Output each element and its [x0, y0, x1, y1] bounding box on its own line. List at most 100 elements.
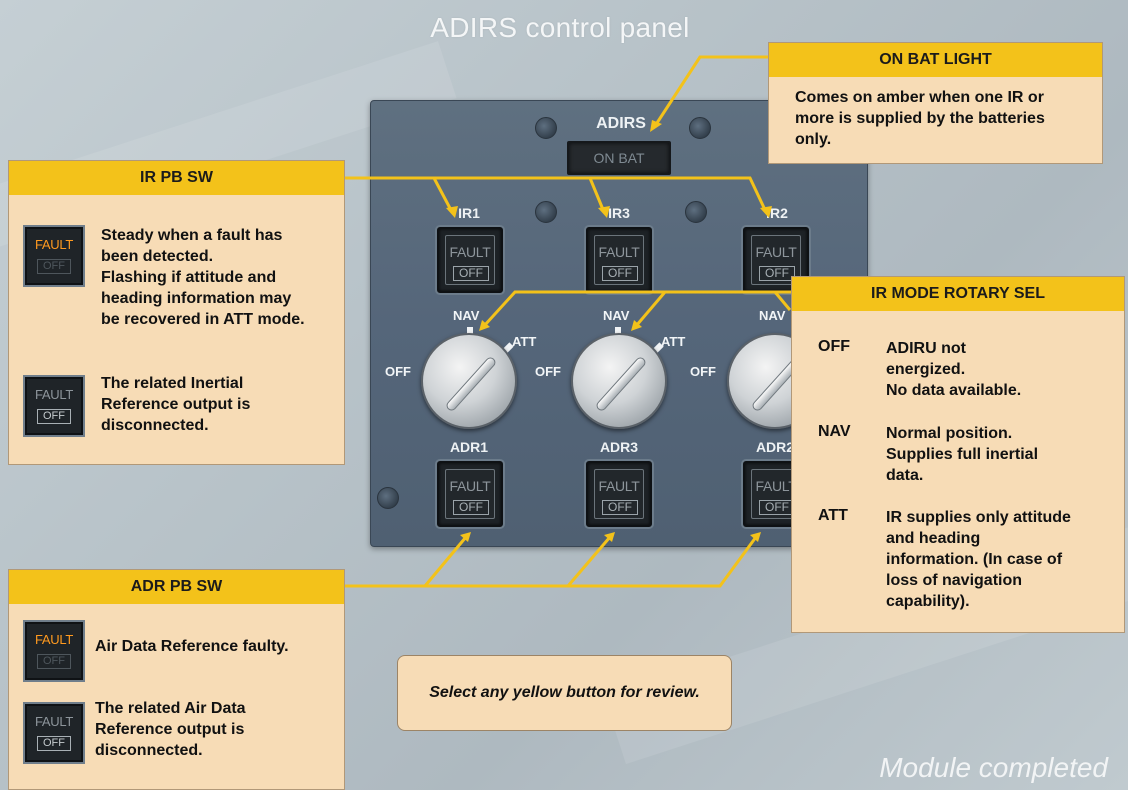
pushbutton-face: FAULT OFF — [594, 235, 644, 285]
text-line: Reference output is — [101, 396, 251, 413]
off-legend: OFF — [602, 266, 638, 281]
off-legend: OFF — [453, 266, 489, 281]
screw — [685, 201, 707, 223]
fault-legend: FAULT — [449, 244, 491, 260]
connector-line — [566, 536, 612, 587]
ir1-label: IR1 — [458, 205, 480, 221]
connector-line — [634, 291, 667, 327]
on-bat-light: ON BAT — [567, 141, 671, 175]
ir1-mode-rotary-selector[interactable] — [421, 333, 517, 429]
text-line: loss of navigation — [886, 572, 1023, 589]
connector-line — [423, 536, 468, 587]
adr1-label: ADR1 — [449, 439, 489, 455]
fault-legend: FAULT — [449, 478, 491, 494]
review-hint: Select any yellow button for review. — [397, 655, 732, 731]
ir-pb-sw-button[interactable]: IR PB SW — [9, 161, 344, 195]
nav-tick — [467, 327, 473, 337]
text-line: only. — [795, 131, 832, 148]
off-position-label: OFF — [535, 364, 561, 379]
adirs-panel: ADIRS ON BAT IR1 IR3 IR2 FAULT OFF FAULT… — [370, 100, 868, 547]
off-legend: OFF — [37, 259, 71, 274]
arrow-head — [460, 532, 471, 542]
fault-lit-pushbutton-icon: FAULT OFF — [25, 622, 83, 680]
adr3-pushbutton[interactable]: FAULT OFF — [586, 461, 652, 527]
mode-desc-off: ADIRU not energized. No data available. — [886, 338, 1116, 401]
screw — [535, 201, 557, 223]
connector-line — [434, 176, 606, 213]
text-line: The related Air Data — [95, 700, 246, 717]
callout-text: Steady when a fault has been detected. F… — [101, 225, 305, 330]
adr-pb-sw-callout: ADR PB SW FAULT OFF Air Data Reference f… — [8, 569, 345, 790]
text-line: No data available. — [886, 382, 1022, 399]
arrow-head — [650, 120, 662, 132]
connector-line — [345, 176, 454, 213]
text-line: Steady when a fault has — [101, 227, 283, 244]
text-line: capability). — [886, 593, 970, 610]
arrow-head — [631, 320, 642, 331]
fault-legend: FAULT — [35, 237, 73, 252]
off-lit-pushbutton-icon: FAULT OFF — [25, 377, 83, 435]
off-legend: OFF — [37, 409, 71, 424]
connector-line — [590, 176, 768, 213]
att-position-label: ATT — [512, 334, 537, 349]
text-line: more is supplied by the batteries — [795, 110, 1045, 127]
text-line: heading information may — [101, 290, 292, 307]
pushbutton-face: FAULT OFF — [445, 469, 495, 519]
fault-legend: FAULT — [755, 478, 797, 494]
nav-position-label: NAV — [453, 308, 480, 323]
page-title: ADIRS control panel — [430, 12, 690, 43]
text-line: Flashing if attitude and — [101, 269, 277, 286]
fault-legend: FAULT — [598, 478, 640, 494]
off-position-label: OFF — [385, 364, 411, 379]
connector-line — [773, 291, 792, 311]
fault-legend: FAULT — [35, 632, 73, 647]
adr-pb-sw-button[interactable]: ADR PB SW — [9, 570, 344, 604]
mode-key-nav: NAV — [818, 423, 851, 440]
off-position-label: OFF — [690, 364, 716, 379]
connector-line — [653, 55, 768, 127]
callout-text: The related Inertial Reference output is… — [101, 373, 250, 436]
off-lit-pushbutton-icon: FAULT OFF — [25, 704, 83, 762]
off-legend: OFF — [602, 500, 638, 515]
att-position-label: ATT — [661, 334, 686, 349]
arrow-head — [446, 206, 458, 218]
text-line: ADIRU not — [886, 340, 966, 357]
text-line: Comes on amber when one IR or — [795, 89, 1044, 106]
on-bat-light-button[interactable]: ON BAT LIGHT — [769, 43, 1102, 77]
ir1-pushbutton[interactable]: FAULT OFF — [437, 227, 503, 293]
ir2-label: IR2 — [766, 205, 788, 221]
text-line: Air Data Reference faulty. — [95, 638, 289, 655]
off-legend: OFF — [37, 654, 71, 669]
text-line: Reference output is — [95, 721, 245, 738]
mode-key-off: OFF — [818, 338, 850, 355]
ir-mode-rotary-sel-button[interactable]: IR MODE ROTARY SEL — [792, 277, 1124, 311]
mode-desc-att: IR supplies only attitude and heading in… — [886, 507, 1116, 612]
text-line: The related Inertial — [101, 375, 244, 392]
connector-line — [345, 536, 758, 588]
on-bat-light-callout: ON BAT LIGHT Comes on amber when one IR … — [768, 42, 1103, 164]
connector-line — [482, 290, 792, 328]
nav-tick — [615, 327, 621, 337]
arrow-head — [604, 532, 615, 542]
text-line: data. — [886, 467, 924, 484]
ir3-label: IR3 — [608, 205, 630, 221]
fault-legend: FAULT — [35, 387, 73, 402]
adirs-label: ADIRS — [596, 115, 646, 132]
text-line: and heading — [886, 530, 981, 547]
ir3-mode-rotary-selector[interactable] — [571, 333, 667, 429]
text-line: energized. — [886, 361, 966, 378]
fault-legend: FAULT — [755, 244, 797, 260]
mode-desc-nav: Normal position. Supplies full inertial … — [886, 423, 1116, 486]
callout-text: Air Data Reference faulty. — [95, 636, 289, 657]
mode-key-att: ATT — [818, 507, 848, 524]
text-line: IR supplies only attitude — [886, 509, 1071, 526]
text-line: disconnected. — [95, 742, 203, 759]
screw — [689, 117, 711, 139]
text-line: Normal position. — [886, 425, 1013, 442]
text-line: information. (In case of — [886, 551, 1063, 568]
pushbutton-face: FAULT OFF — [594, 469, 644, 519]
text-line: been detected. — [101, 248, 214, 265]
module-completed-label: Module completed — [879, 752, 1108, 783]
adr1-pushbutton[interactable]: FAULT OFF — [437, 461, 503, 527]
